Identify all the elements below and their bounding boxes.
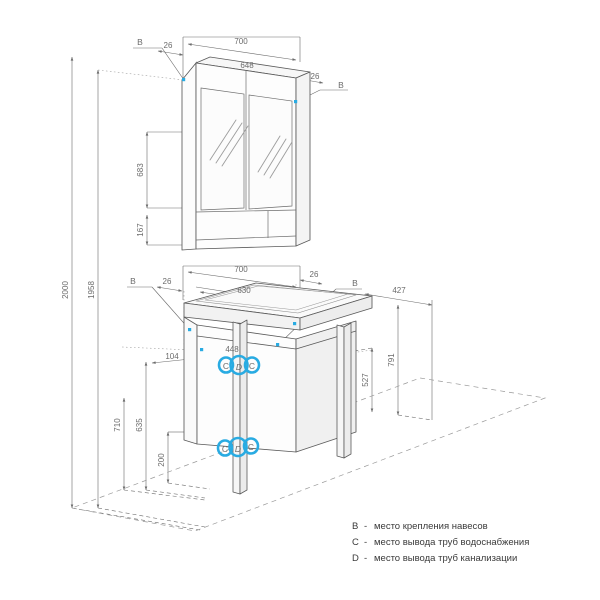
dim-mount-offset-inner: 104 <box>165 352 179 361</box>
label-b-top-right: B <box>338 80 344 90</box>
pipe-marker-group-upper: C D C <box>217 354 261 376</box>
dim-mirror-top-height: 1958 <box>87 281 96 299</box>
pipe-marker-c-left-lower: C <box>222 444 228 454</box>
pipe-marker-c-right-lower: C <box>248 442 254 452</box>
dim-basin-width: 700 <box>234 265 248 274</box>
dim-mirror-offset-left: 26 <box>164 41 173 50</box>
label-b-vanity-right: B <box>352 278 358 288</box>
legend-row-2-key: D <box>352 553 359 564</box>
dim-cabinet-width: 630 <box>237 286 251 295</box>
dim-pipe-center-offset: 448 <box>225 345 239 354</box>
legend-row-0-text: место крепления навесов <box>374 521 488 532</box>
pipe-marker-group-lower: C D C <box>216 436 260 458</box>
washbasin <box>183 282 373 331</box>
dim-vanity-offset-left: 26 <box>163 277 172 286</box>
dimension-labels: 700 648 26 26 683 167 2000 1958 700 630 … <box>61 37 406 467</box>
legend: B - место крепления навесов C - место вы… <box>352 521 529 564</box>
legend-row-1-key: C <box>352 537 359 548</box>
dim-overall-height: 2000 <box>61 281 70 299</box>
pipe-marker-c-right: C <box>249 361 255 371</box>
legend-row-1-dash: - <box>364 537 367 548</box>
dim-vanity-offset-right: 26 <box>310 270 319 279</box>
dim-cabinet-height: 635 <box>135 418 144 432</box>
vanity-cabinet <box>183 316 357 453</box>
dim-total-height-left: 710 <box>113 418 122 432</box>
dim-mirror-shelf-height: 167 <box>136 223 145 237</box>
dim-mirror-body-width: 648 <box>240 61 254 70</box>
dim-mirror-offset-right: 26 <box>311 72 320 81</box>
pipe-marker-d-lower: D <box>235 444 241 454</box>
legend-row-0-key: B <box>352 521 358 532</box>
dim-plinth-height: 200 <box>157 453 166 467</box>
dim-basin-top-height: 791 <box>387 353 396 367</box>
legend-row-2-dash: - <box>364 553 367 564</box>
legend-row-1-text: место вывода труб водоснабжения <box>374 537 529 548</box>
dim-mirror-overall-width: 700 <box>234 37 248 46</box>
pipe-marker-c-left: C <box>223 361 229 371</box>
b-labels: B B B B <box>130 37 358 288</box>
mirror-reflection-icon <box>209 119 293 179</box>
legend-row-2-text: место вывода труб канализации <box>374 553 517 564</box>
pipe-marker-d-upper: D <box>236 362 242 372</box>
dim-cabinet-bottom-height: 527 <box>361 373 370 387</box>
b-mount-points <box>182 78 298 352</box>
dim-mirror-height: 683 <box>136 163 145 177</box>
dim-vanity-depth: 427 <box>392 286 406 295</box>
label-b-top-left: B <box>137 37 143 47</box>
label-b-vanity-left: B <box>130 276 136 286</box>
legend-row-0-dash: - <box>364 521 367 532</box>
